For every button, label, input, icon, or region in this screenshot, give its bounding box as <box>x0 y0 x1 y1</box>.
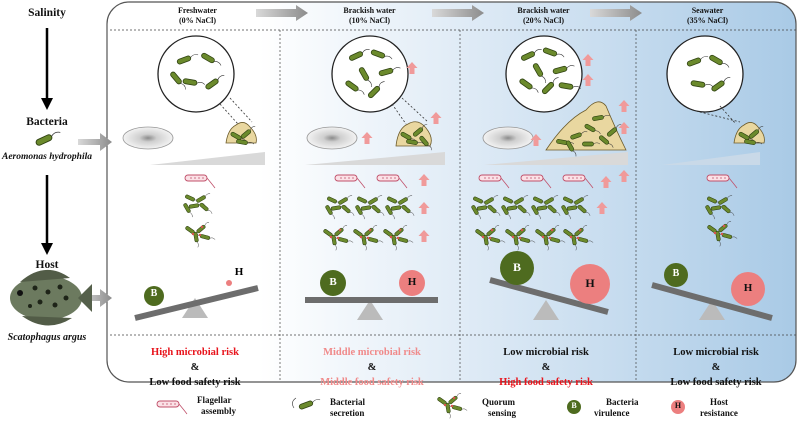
resistance-badge-2: H <box>407 276 417 288</box>
legend-resistance-badge: H <box>674 401 682 410</box>
resistance-badge-3: H <box>585 276 595 290</box>
risk-summary-1: High microbial risk & Low food safety ri… <box>149 347 241 388</box>
fish-icon <box>10 269 92 326</box>
column-freshwater <box>122 35 265 321</box>
legend-icons <box>156 392 685 419</box>
virulence-badge-2: B <box>329 276 337 288</box>
column-header-3: Brackish water(20% NaCl) <box>517 6 570 25</box>
column-brackish-20 <box>471 35 630 320</box>
column-header-1: Freshwater(0% NaCl) <box>178 6 217 25</box>
host-species-label: Scatophagus argus <box>7 332 87 343</box>
bacteria-species-label: Aeromonas hydrophila <box>1 152 92 162</box>
column-header-4: Seawater(35% NaCl) <box>686 6 729 25</box>
risk-summary-4: Low microbial risk & Low food safety ris… <box>670 347 762 388</box>
legend-virulence-badge: B <box>571 401 577 410</box>
bacteria-label: Bacteria <box>26 116 68 128</box>
resistance-badge-1: H <box>234 266 244 278</box>
virulence-badge-3: B <box>512 260 521 274</box>
virulence-badge-1: B <box>150 288 158 299</box>
column-brackish-10 <box>305 35 445 320</box>
host-label: Host <box>35 259 59 271</box>
resistance-badge-4: H <box>743 282 753 294</box>
virulence-badge-4: B <box>672 268 680 279</box>
risk-summary-3: Low microbial risk & High food safety ri… <box>499 347 593 388</box>
column-header-2: Brackish water(10% NaCl) <box>343 6 396 25</box>
salinity-label: Salinity <box>28 7 66 19</box>
column-seawater <box>651 35 773 321</box>
risk-summary-2: Middle microbial risk & Middle food safe… <box>320 347 424 388</box>
